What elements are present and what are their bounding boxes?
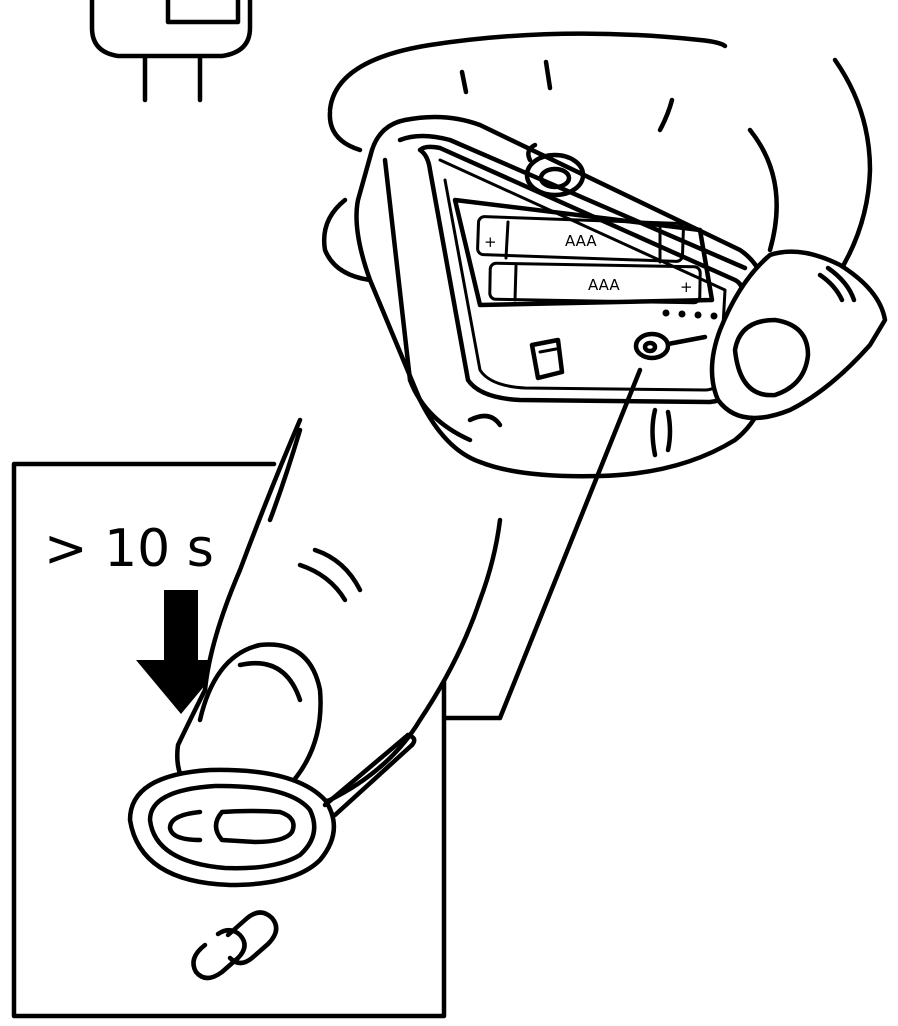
indicator-dots	[662, 309, 718, 320]
reset-button	[633, 331, 708, 361]
slide-switch	[529, 337, 565, 381]
callout-frame	[11, 461, 447, 1019]
down-arrow-icon	[136, 590, 226, 714]
screw-hole	[524, 142, 586, 198]
duration-label: > 10 s	[44, 519, 214, 579]
chain-link-icon	[191, 910, 279, 981]
battery-top-plus: +	[484, 233, 497, 251]
battery-bottom-plus: +	[680, 278, 693, 296]
pressing-hand	[175, 417, 503, 814]
battery-bottom-label: AAA	[588, 276, 620, 294]
leader-line	[442, 367, 643, 721]
sensor-device: + AAA AAA +	[354, 114, 773, 479]
key-fob	[127, 732, 417, 888]
right-thumb	[709, 249, 888, 421]
battery-top-label: AAA	[565, 232, 597, 250]
battery-compartment	[452, 197, 715, 308]
power-plug-icon	[89, 0, 253, 103]
